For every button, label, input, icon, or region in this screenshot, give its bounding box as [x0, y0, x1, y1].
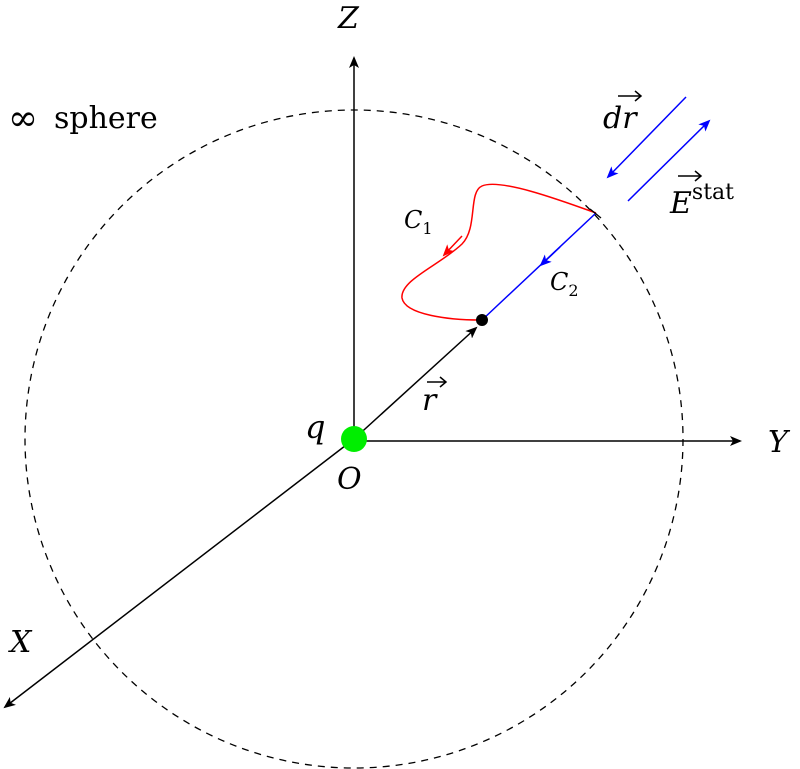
infinity-symbol: ∞ — [8, 98, 38, 139]
vector-arrow-dr — [618, 90, 643, 102]
path-c1 — [401, 183, 597, 321]
z-axis-label: Z — [337, 1, 360, 36]
position-vector — [353, 326, 478, 440]
position-vector-label: r — [422, 383, 438, 418]
sphere-label: sphere — [54, 101, 158, 136]
x-axis — [3, 438, 355, 709]
path-c2 — [481, 212, 597, 321]
y-axis-label: Y — [768, 425, 791, 460]
charge-dot — [341, 426, 367, 452]
e-stat-label: Estat — [669, 180, 734, 221]
path-c1-arrow — [442, 235, 463, 257]
dr-arrow — [606, 96, 687, 179]
vector-arrow-r — [427, 376, 448, 388]
x-axis-label: X — [8, 625, 33, 660]
test-point — [476, 314, 488, 326]
path-c2-arrow — [539, 246, 561, 267]
c2-tick — [589, 208, 602, 219]
e-stat-arrow — [627, 119, 711, 202]
vector-arrow-e — [678, 170, 703, 182]
c1-label: C1 — [404, 206, 433, 238]
origin-label: O — [337, 462, 362, 497]
dr-label: dr — [603, 101, 638, 136]
c2-label: C2 — [550, 268, 579, 300]
charge-label: q — [305, 408, 325, 446]
